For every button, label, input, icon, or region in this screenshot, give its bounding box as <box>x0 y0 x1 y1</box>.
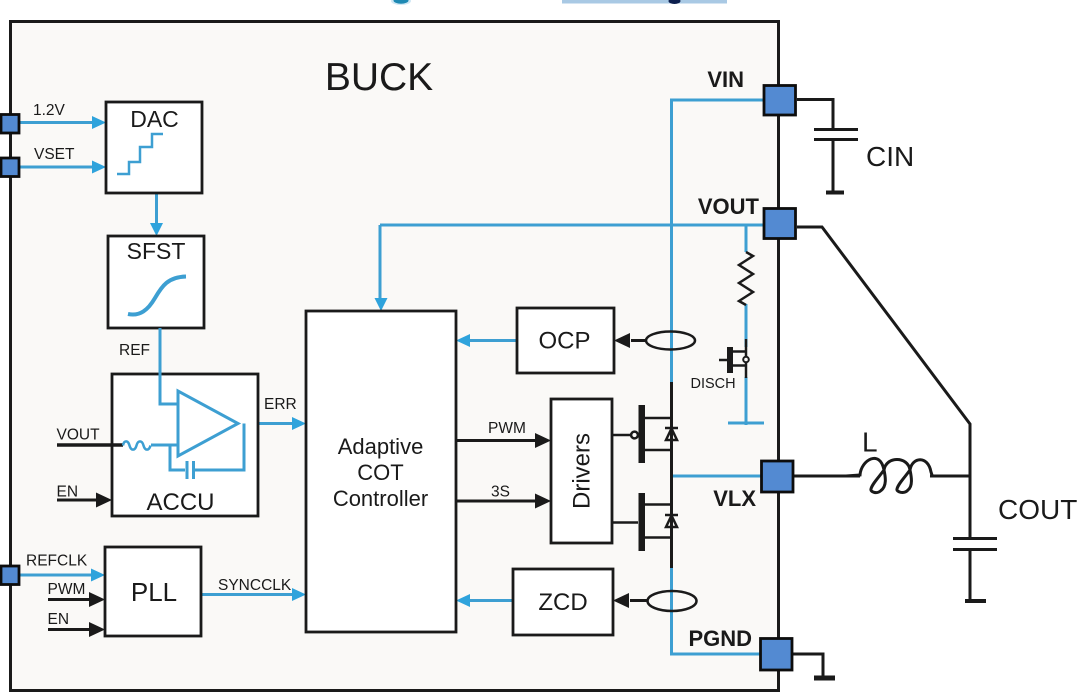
svg-text:ERR: ERR <box>264 396 297 413</box>
svg-text:VSET: VSET <box>34 146 75 163</box>
svg-text:EN: EN <box>48 611 70 628</box>
svg-text:CIN: CIN <box>866 141 914 172</box>
svg-text:REF: REF <box>119 342 150 359</box>
svg-text:COUT: COUT <box>998 494 1077 525</box>
svg-text:EN: EN <box>57 484 79 501</box>
svg-text:PLL: PLL <box>131 577 177 607</box>
svg-text:SFST: SFST <box>127 238 186 264</box>
svg-text:VOUT: VOUT <box>57 427 101 444</box>
svg-text:ZCD: ZCD <box>538 589 587 616</box>
svg-text:PWM: PWM <box>488 420 526 437</box>
svg-text:VIN: VIN <box>707 67 744 92</box>
svg-text:BUCK: BUCK <box>325 56 433 99</box>
svg-text:DISCH: DISCH <box>691 376 736 392</box>
svg-text:REFCLK: REFCLK <box>26 553 88 570</box>
svg-text:Controller: Controller <box>333 486 428 511</box>
svg-text:VLX: VLX <box>713 486 756 511</box>
svg-text:PGND: PGND <box>688 626 752 651</box>
svg-text:SYNCCLK: SYNCCLK <box>218 577 292 594</box>
svg-text:DAC: DAC <box>130 106 179 132</box>
svg-text:PWM: PWM <box>48 581 86 598</box>
svg-text:Drivers: Drivers <box>569 433 596 509</box>
svg-text:1.2V: 1.2V <box>33 102 66 119</box>
svg-text:VOUT: VOUT <box>698 194 760 219</box>
svg-text:ACCU: ACCU <box>146 489 214 516</box>
svg-text:OCP: OCP <box>538 328 590 355</box>
svg-text:Adaptive: Adaptive <box>338 434 424 459</box>
svg-text:COT: COT <box>357 460 403 485</box>
svg-text:L: L <box>862 427 878 458</box>
svg-text:3S: 3S <box>491 484 510 501</box>
